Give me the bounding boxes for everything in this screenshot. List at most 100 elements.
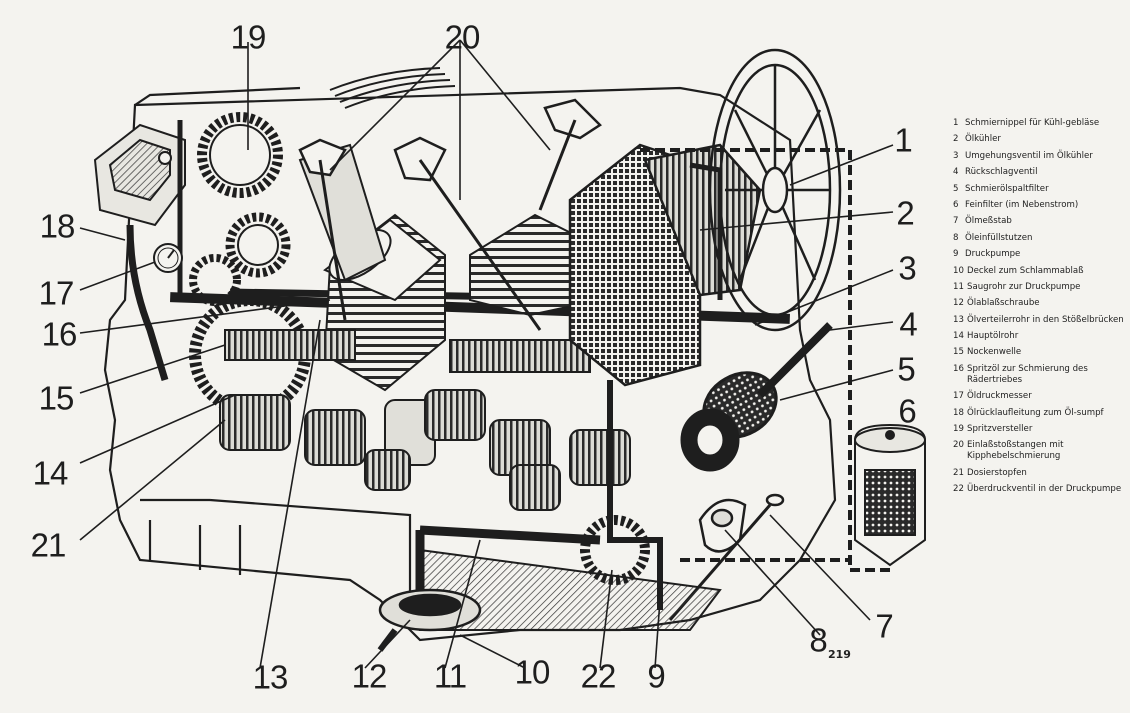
legend-number: 17 xyxy=(953,391,964,402)
legend-text: Dosierstopfen xyxy=(967,467,1027,478)
rocker-arms xyxy=(298,98,602,182)
callout-17: 17 xyxy=(38,274,75,312)
legend-text: Schmiernippel für Kühl-gebläse xyxy=(965,118,1100,128)
callout-19: 19 xyxy=(230,18,267,56)
callout-1: 1 xyxy=(894,121,912,159)
callout-15: 15 xyxy=(38,379,75,417)
legend-number: 20 xyxy=(953,440,964,451)
cooling-fan xyxy=(708,48,842,332)
callout-2: 2 xyxy=(896,194,914,232)
legend-item: 8 Öleinfüllstutzen xyxy=(953,233,1125,244)
oil-cooler xyxy=(568,143,762,387)
legend-text: Einlaßstoßstangen mit Kipphebelschmierun… xyxy=(967,440,1064,462)
legend-number: 8 xyxy=(953,232,959,243)
oil-pressure-gauge xyxy=(153,243,183,273)
callout-21: 21 xyxy=(30,526,67,564)
air-filter-housing xyxy=(93,123,186,227)
fine-filter xyxy=(854,423,926,567)
legend-number: 16 xyxy=(953,363,964,374)
legend-text: Rückschlagventil xyxy=(965,167,1038,178)
legend-item: 5 Schmierölspaltfilter xyxy=(953,184,1125,195)
return-line xyxy=(126,224,169,382)
legend-text: Druckpumpe xyxy=(965,249,1021,260)
legend-item: 3 Umgehungsventil im Ölkühler xyxy=(953,151,1125,162)
legend-text: Ölablaßschraube xyxy=(967,298,1040,309)
legend-text: Saugrohr zur Druckpumpe xyxy=(967,281,1081,292)
callout-16: 16 xyxy=(41,315,78,353)
callout-7: 7 xyxy=(875,607,893,645)
legend-number: 14 xyxy=(953,331,964,342)
callout-12: 12 xyxy=(351,657,388,695)
legend-text: Ölkühler xyxy=(965,134,1001,145)
legend-number: 13 xyxy=(953,314,964,325)
cooling-fins-top xyxy=(329,67,456,109)
callout-13: 13 xyxy=(252,658,289,696)
legend-text: Schmierölspaltfilter xyxy=(965,183,1049,194)
legend-item: 2 Ölkühler xyxy=(953,134,1125,145)
legend-number: 2 xyxy=(953,134,959,145)
crankshaft xyxy=(219,389,631,511)
callout-22: 22 xyxy=(580,657,617,695)
legend-text: Feinfilter (im Nebenstrom) xyxy=(965,199,1079,210)
legend-text: Ölverteilerrohr in den Stößelbrücken xyxy=(967,314,1124,325)
page-number: 219 xyxy=(828,648,851,661)
legend-text: Umgehungsventil im Ölkühler xyxy=(965,150,1093,161)
pushrods xyxy=(318,119,577,331)
legend-number: 21 xyxy=(953,467,964,478)
leader-lines xyxy=(79,39,894,669)
callout-5: 5 xyxy=(897,350,915,388)
callout-11: 11 xyxy=(433,657,467,695)
legend-number: 9 xyxy=(953,249,959,260)
legend-number: 5 xyxy=(953,183,959,194)
legend-number: 7 xyxy=(953,216,959,227)
callout-6: 6 xyxy=(898,392,916,430)
oil-pump-gears xyxy=(580,380,663,610)
legend-item: 9 Druckpumpe xyxy=(953,249,1125,260)
legend-text: Deckel zum Schlammablaß xyxy=(967,265,1084,276)
legend-number: 6 xyxy=(953,199,959,210)
oil-sump xyxy=(415,525,722,631)
legend-number: 19 xyxy=(953,424,964,435)
legend-number: 4 xyxy=(953,167,959,178)
gear-train xyxy=(189,112,311,416)
legend-number: 12 xyxy=(953,298,964,309)
legend-text: Ölrücklaufleitung zum Öl-sumpf xyxy=(967,407,1104,418)
legend-number: 3 xyxy=(953,150,959,161)
legend-number: 22 xyxy=(953,484,964,495)
callout-9: 9 xyxy=(647,657,665,695)
legend-text: Überdruckventil in der Druckpumpe xyxy=(967,484,1122,495)
legend-text: Spritzöl zur Schmierung des Rädertriebes xyxy=(967,363,1088,385)
callout-8: 8 xyxy=(809,621,827,659)
legend-item: 6 Feinfilter (im Nebenstrom) xyxy=(953,200,1125,211)
callout-20: 20 xyxy=(444,18,481,56)
slot-filter xyxy=(680,322,833,472)
legend-item: 4 Rückschlagventil xyxy=(953,167,1125,178)
legend-text: Spritzversteller xyxy=(967,424,1033,435)
suction-basket xyxy=(377,588,482,652)
callout-18: 18 xyxy=(39,207,76,245)
legend-text: Öldruckmesser xyxy=(967,391,1032,402)
callout-10: 10 xyxy=(514,653,551,691)
legend-text: Öleinfüllstutzen xyxy=(965,232,1033,243)
dashed-oil-line xyxy=(640,148,890,572)
callout-4: 4 xyxy=(899,305,917,343)
legend-text: Nockenwelle xyxy=(967,347,1022,358)
legend-number: 18 xyxy=(953,407,964,418)
legend-number: 11 xyxy=(953,281,964,292)
